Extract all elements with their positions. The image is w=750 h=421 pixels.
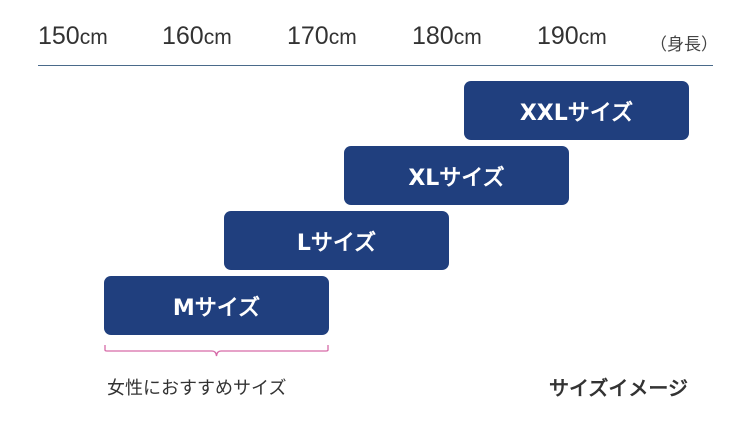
bracket-icon [104,345,329,357]
tick-unit: cm [328,26,357,49]
tick-value: 190 [537,22,579,50]
tick-180: 180cm [412,22,482,51]
tick-unit: cm [203,26,232,49]
tick-value: 160 [162,22,204,50]
tick-unit: cm [453,26,482,49]
size-bar-xl: XLサイズ [344,146,569,205]
size-bar-l: Lサイズ [224,211,449,270]
women-recommended-label: 女性におすすめサイズ [107,378,287,399]
caption: サイズイメージ [549,376,688,400]
tick-170: 170cm [287,22,357,51]
tick-value: 180 [412,22,454,50]
size-bar-m: Mサイズ [104,276,329,335]
tick-value: 150 [38,22,80,50]
axis-line [38,65,713,66]
tick-190: 190cm [537,22,607,51]
tick-value: 170 [287,22,329,50]
tick-150: 150cm [38,22,108,51]
tick-160: 160cm [162,22,232,51]
tick-unit: cm [578,26,607,49]
axis-unit-label: （身長） [650,35,718,55]
size-bar-xxl: XXLサイズ [464,81,689,140]
tick-unit: cm [79,26,108,49]
